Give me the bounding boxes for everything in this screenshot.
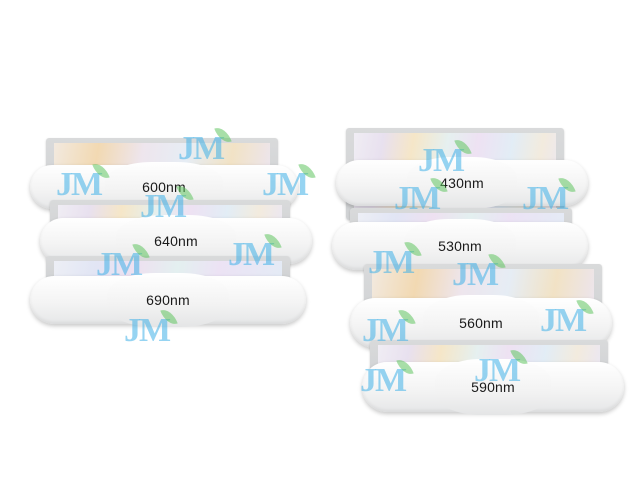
filter-label-430: 430nm	[440, 175, 484, 191]
filter-handle-600: 600nm	[30, 162, 298, 212]
filter-label-600: 600nm	[142, 179, 186, 195]
filter-glass	[54, 261, 282, 277]
filter-handle-430: 430nm	[336, 157, 588, 209]
filter-handle-640: 640nm	[40, 215, 312, 267]
filter-label-560: 560nm	[459, 315, 503, 331]
filter-handle-560: 560nm	[350, 295, 612, 351]
filter-label-530: 530nm	[438, 238, 482, 254]
filter-label-590: 590nm	[471, 379, 515, 395]
filter-handle-590: 590nm	[362, 359, 624, 415]
filter-label-690: 690nm	[146, 292, 190, 308]
filter-label-640: 640nm	[154, 233, 198, 249]
filter-handle-690: 690nm	[30, 273, 306, 327]
filter-handle-530: 530nm	[332, 219, 588, 273]
